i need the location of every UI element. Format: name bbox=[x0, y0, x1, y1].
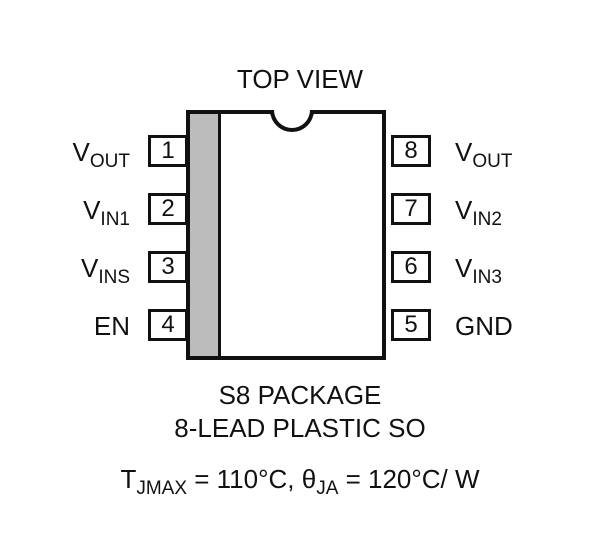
pin-6-label: VIN3 bbox=[455, 253, 502, 288]
diagram-title: TOP VIEW bbox=[236, 64, 364, 94]
pin1-indicator-stripe bbox=[190, 114, 221, 356]
pin-5-label-main: GND bbox=[455, 311, 513, 341]
theta-symbol: θ bbox=[301, 464, 317, 494]
orientation-notch bbox=[270, 110, 314, 132]
pin-2-box: 2 bbox=[148, 193, 188, 225]
pin-4-number: 4 bbox=[161, 311, 175, 338]
pin-1-label-main: V bbox=[72, 137, 90, 167]
theta-value: = 120°C/ W bbox=[338, 464, 480, 494]
theta-subscript: JA bbox=[316, 478, 339, 499]
pin-5-number: 5 bbox=[404, 311, 418, 338]
pin-8-box: 8 bbox=[391, 135, 431, 167]
thermal-spec: TJMAX = 110°C, θJA = 120°C/ W bbox=[0, 464, 600, 499]
pin-6-box: 6 bbox=[391, 251, 431, 283]
pin-2-label-main: V bbox=[83, 195, 101, 225]
pin-3-box: 3 bbox=[148, 251, 188, 283]
pin-1-box: 1 bbox=[148, 135, 188, 167]
pin-7-label: VIN2 bbox=[455, 195, 502, 230]
tjmax-subscript: JMAX bbox=[136, 478, 188, 499]
pin-3-number: 3 bbox=[161, 253, 175, 280]
tjmax-symbol: T bbox=[120, 464, 137, 494]
pin-8-label-main: V bbox=[455, 137, 473, 167]
pin-7-label-main: V bbox=[455, 195, 473, 225]
pin-7-label-sub: IN2 bbox=[472, 209, 502, 230]
pin-8-number: 8 bbox=[404, 137, 418, 164]
pin-1-number: 1 bbox=[161, 137, 175, 164]
pin-7-box: 7 bbox=[391, 193, 431, 225]
pin-2-label-sub: IN1 bbox=[100, 209, 130, 230]
package-name: S8 PACKAGE bbox=[218, 380, 382, 410]
ic-package-body bbox=[186, 110, 386, 360]
pin-2-label: VIN1 bbox=[83, 195, 130, 230]
pin-3-label: VINS bbox=[80, 253, 130, 288]
pin-4-label: EN bbox=[94, 311, 130, 341]
pin-3-label-sub: INS bbox=[98, 267, 130, 288]
package-description: 8-LEAD PLASTIC SO bbox=[174, 413, 426, 443]
pin-4-label-main: EN bbox=[93, 311, 130, 341]
pin-5-box: 5 bbox=[391, 309, 431, 341]
pin-6-label-main: V bbox=[455, 253, 473, 283]
pin-8-label: VOUT bbox=[455, 137, 513, 172]
pin-3-label-main: V bbox=[80, 253, 99, 283]
pin-7-number: 7 bbox=[404, 195, 418, 222]
pin-6-number: 6 bbox=[404, 253, 418, 280]
pin-2-number: 2 bbox=[161, 195, 175, 222]
pin-6-label-sub: IN3 bbox=[472, 267, 502, 288]
pin-1-label-sub: OUT bbox=[89, 151, 130, 172]
pin-8-label-sub: OUT bbox=[472, 151, 513, 172]
tjmax-value: = 110°C, bbox=[187, 464, 302, 494]
pin-5-label: GND bbox=[455, 311, 513, 341]
pin-4-box: 4 bbox=[148, 309, 188, 341]
pin-1-label: VOUT bbox=[72, 137, 130, 172]
